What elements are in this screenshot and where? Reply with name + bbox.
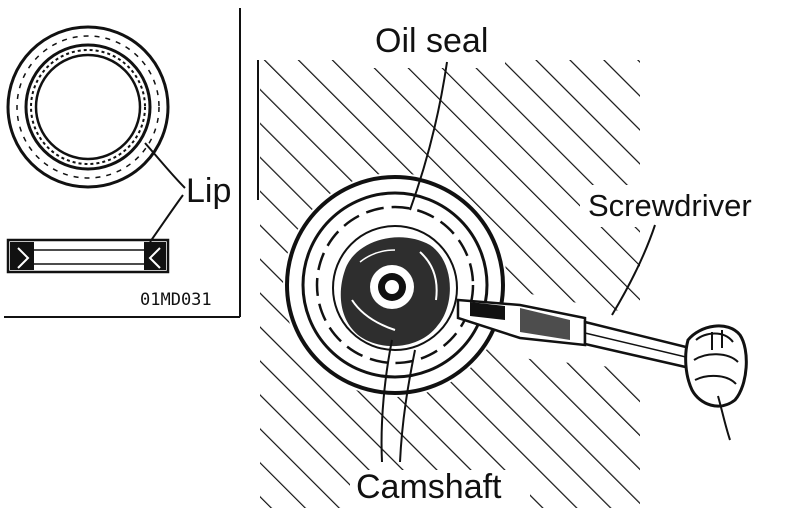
- seal-ring-face-view: [6, 25, 170, 189]
- camshaft-shading: [340, 237, 450, 347]
- main-figure: Oil seal Screwdriver Camshaft: [257, 22, 752, 508]
- oil-seal-ring: [301, 191, 489, 379]
- oil-seal-label: Oil seal: [375, 22, 488, 60]
- screwdriver-label: Screwdriver: [588, 188, 752, 223]
- inset-panel: Lip 01MD031: [4, 8, 241, 318]
- screwdriver-leader: [611, 224, 656, 316]
- camshaft-leader-left: [380, 339, 393, 463]
- inset-figure-code: 01MD031: [140, 290, 212, 310]
- oil-seal-inner-ring: [315, 205, 475, 365]
- lip-leader-upper: [144, 142, 186, 189]
- lip-label: Lip: [186, 172, 231, 210]
- screwdriver: [456, 298, 748, 441]
- camshaft-leader-right: [399, 349, 416, 463]
- seal-ring-cross-section: [6, 238, 170, 274]
- oil-seal-leader: [409, 61, 448, 211]
- camshaft-label: Camshaft: [356, 468, 502, 506]
- lip-leader-lower: [149, 194, 184, 243]
